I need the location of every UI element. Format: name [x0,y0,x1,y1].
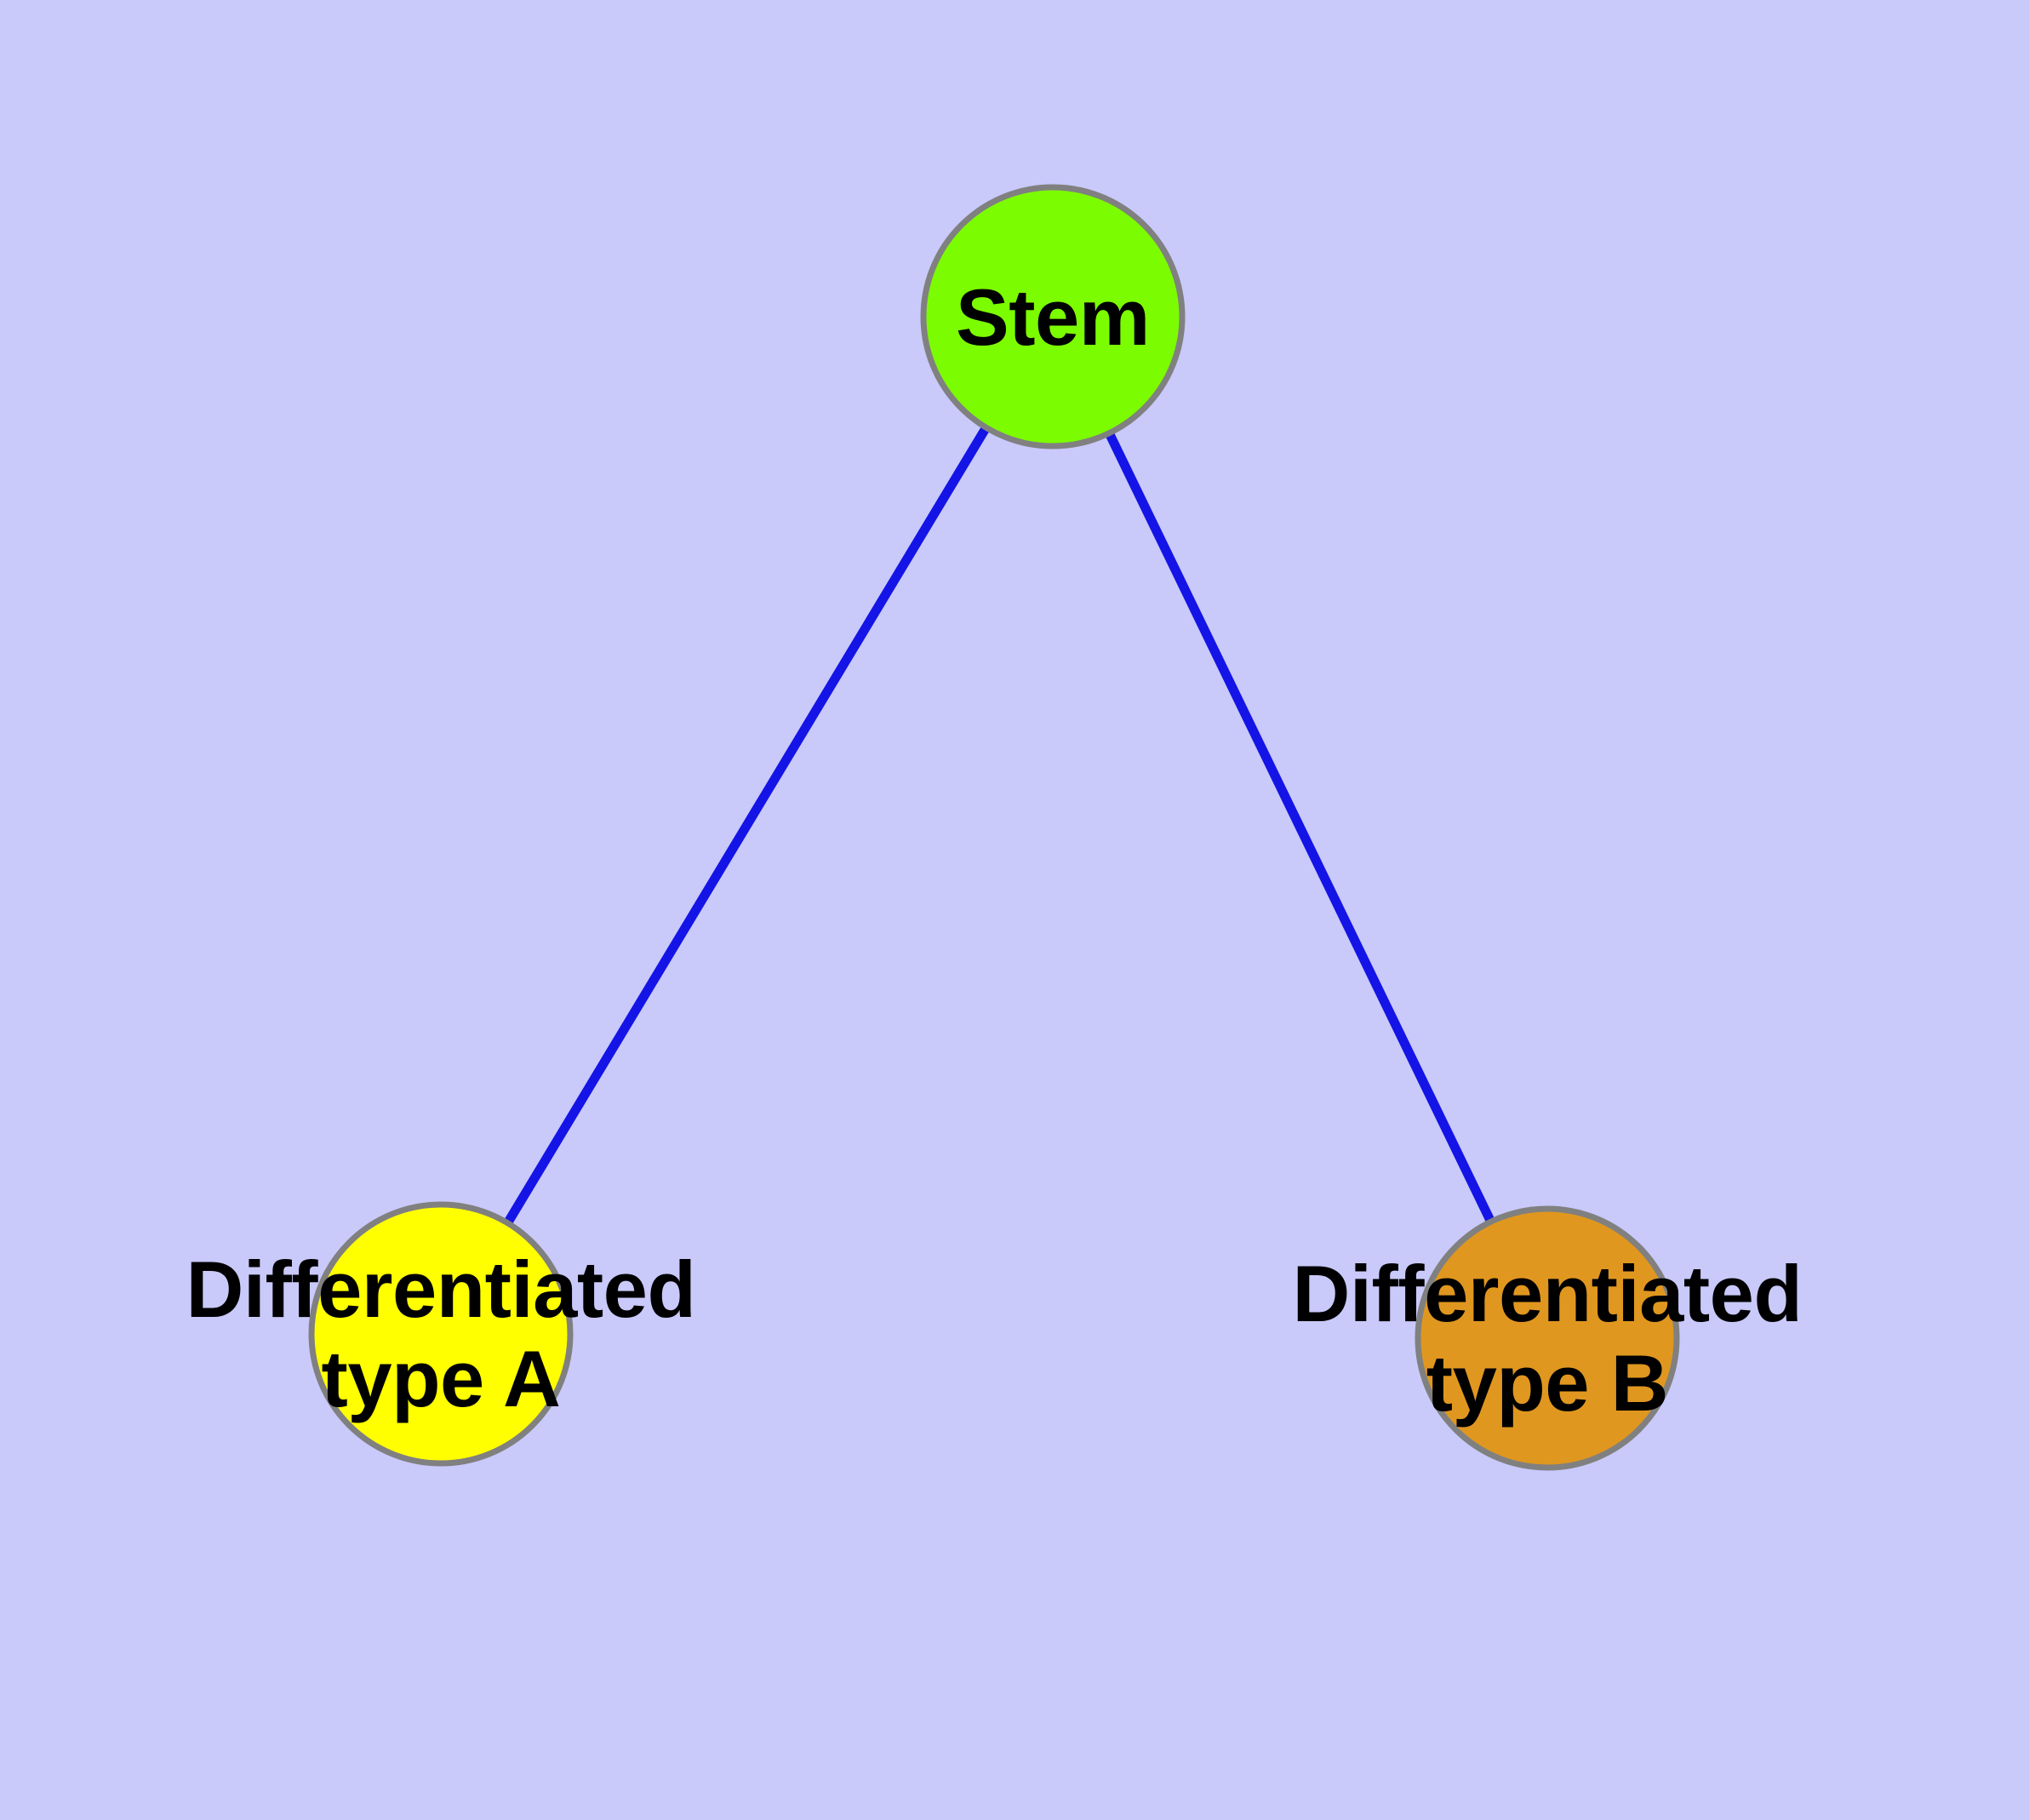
graph-node-stem[interactable] [920,184,1186,449]
edge-layer [437,314,1552,1341]
graph-edge-stem-to-diff-a [437,314,1057,1336]
graph-edge-stem-to-diff-b [1049,314,1552,1341]
node-layer [308,184,1680,1471]
graph-node-diff-b[interactable] [1415,1205,1680,1471]
graph-node-diff-a[interactable] [308,1201,574,1467]
